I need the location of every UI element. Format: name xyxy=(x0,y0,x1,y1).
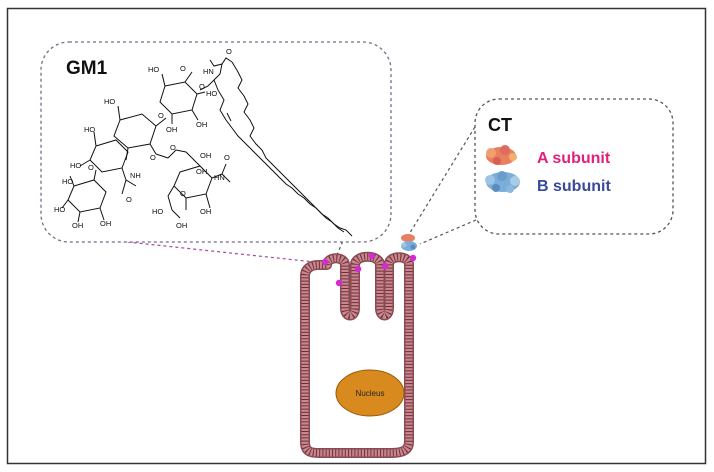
gm1-dot xyxy=(321,258,329,266)
gm1-callout-box xyxy=(40,41,392,243)
gm1-callout-line-right xyxy=(333,235,346,263)
nucleus xyxy=(335,369,405,417)
svg-text:HN: HN xyxy=(203,67,214,76)
cell xyxy=(300,251,414,458)
svg-text:O: O xyxy=(224,153,230,162)
gm1-title: GM1 xyxy=(66,58,108,79)
gm1-receptor-dots xyxy=(321,252,417,287)
svg-text:OH: OH xyxy=(196,167,207,176)
gm1-dot xyxy=(381,262,389,270)
svg-text:HO: HO xyxy=(62,177,73,186)
svg-text:NH: NH xyxy=(130,171,141,180)
nucleus-label: Nucleus xyxy=(356,389,385,398)
svg-text:HO: HO xyxy=(84,125,95,134)
svg-text:O: O xyxy=(126,195,132,204)
gm1-atom-labels: O HN O HO HO O OH OH HO O O HO HO NH O H… xyxy=(54,47,232,230)
svg-text:OH: OH xyxy=(72,221,83,230)
ct-callout-box xyxy=(474,98,674,235)
svg-text:HO: HO xyxy=(152,207,163,216)
svg-text:O: O xyxy=(88,163,94,172)
svg-text:HN: HN xyxy=(214,173,225,182)
svg-text:HO: HO xyxy=(206,89,217,98)
b-subunit-protein-icon xyxy=(485,171,520,193)
svg-text:OH: OH xyxy=(100,219,111,228)
svg-text:HO: HO xyxy=(54,205,65,214)
svg-text:OH: OH xyxy=(200,207,211,216)
ct-title: CT xyxy=(488,115,512,135)
ct-callout-line-top xyxy=(407,121,479,237)
svg-text:O: O xyxy=(180,64,186,73)
svg-text:OH: OH xyxy=(166,125,177,134)
sphingosine-chain xyxy=(217,89,353,237)
svg-text:O: O xyxy=(150,153,156,162)
svg-text:HO: HO xyxy=(148,65,159,74)
svg-text:HO: HO xyxy=(70,161,81,170)
svg-text:O: O xyxy=(180,189,186,198)
outer-frame xyxy=(6,7,707,465)
cholera-toxin-icon xyxy=(401,234,417,251)
svg-text:O: O xyxy=(158,111,164,120)
svg-text:OH: OH xyxy=(200,151,211,160)
svg-text:OH: OH xyxy=(196,120,207,129)
svg-text:O: O xyxy=(226,47,232,56)
gm1-dot xyxy=(368,252,376,260)
svg-text:HO: HO xyxy=(104,97,115,106)
ct-callout-line-bottom xyxy=(419,219,477,245)
svg-text:O: O xyxy=(199,82,205,91)
svg-text:OH: OH xyxy=(176,221,187,230)
gm1-dot xyxy=(335,279,343,287)
gm1-dot xyxy=(354,265,362,273)
a-subunit-protein-icon xyxy=(486,145,517,165)
a-subunit-label: A subunit xyxy=(537,150,611,167)
gm1-dot xyxy=(409,254,417,262)
cell-membrane-stripes xyxy=(301,253,413,457)
b-subunit-label: B subunit xyxy=(537,178,611,195)
gm1-structure xyxy=(61,57,353,237)
svg-text:O: O xyxy=(170,143,176,152)
